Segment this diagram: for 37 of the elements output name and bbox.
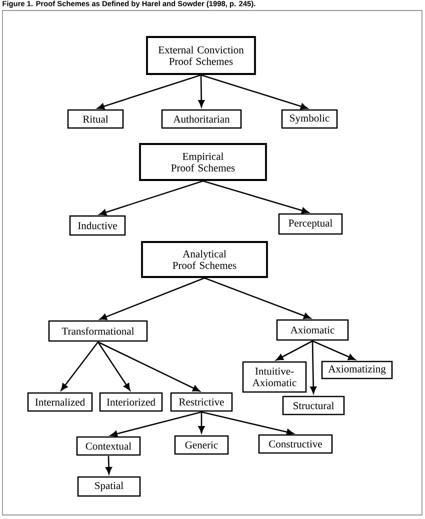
arrow xyxy=(198,412,205,434)
arrow xyxy=(110,411,202,438)
scheme-box: Spatial xyxy=(77,476,141,497)
arrow xyxy=(97,342,130,391)
arrow xyxy=(99,180,204,216)
category-box: Empirical Proof Schemes xyxy=(139,143,267,181)
arrow xyxy=(276,340,313,361)
arrow xyxy=(204,277,311,320)
scheme-box: Ritual xyxy=(67,109,124,129)
scheme-box: Perceptual xyxy=(278,213,343,235)
scheme-box: Axiomatizing xyxy=(321,360,393,380)
scheme-box: Symbolic xyxy=(281,109,338,129)
scheme-box: Generic xyxy=(174,435,229,455)
scheme-box: Intuitive-Axiomatic xyxy=(242,361,307,393)
category-box: External Conviction Proof Schemes xyxy=(146,36,256,75)
arrow xyxy=(98,341,200,392)
scheme-box: Contextual xyxy=(76,436,141,456)
arrow xyxy=(106,456,112,474)
category-box: Analytical Proof Schemes xyxy=(141,241,268,278)
scheme-box: Internalized xyxy=(27,392,93,412)
scheme-box: Structural xyxy=(282,396,345,416)
arrow xyxy=(60,342,99,391)
scheme-box: Transformational xyxy=(48,320,148,342)
arrow xyxy=(97,74,202,110)
arrow xyxy=(100,277,205,320)
scheme-box: Constructive xyxy=(258,434,333,454)
scheme-box: Authoritarian xyxy=(161,109,242,129)
arrow xyxy=(200,74,308,110)
arrow xyxy=(198,75,205,108)
arrow xyxy=(202,180,309,214)
arrow xyxy=(201,411,294,436)
arrow xyxy=(312,340,356,360)
scheme-box: Axiomatic xyxy=(276,319,349,341)
scheme-box: Inductive xyxy=(69,215,126,236)
scheme-box: Interiorized xyxy=(99,392,163,412)
scheme-box: Restrictive xyxy=(170,392,233,412)
arrow xyxy=(310,340,317,394)
